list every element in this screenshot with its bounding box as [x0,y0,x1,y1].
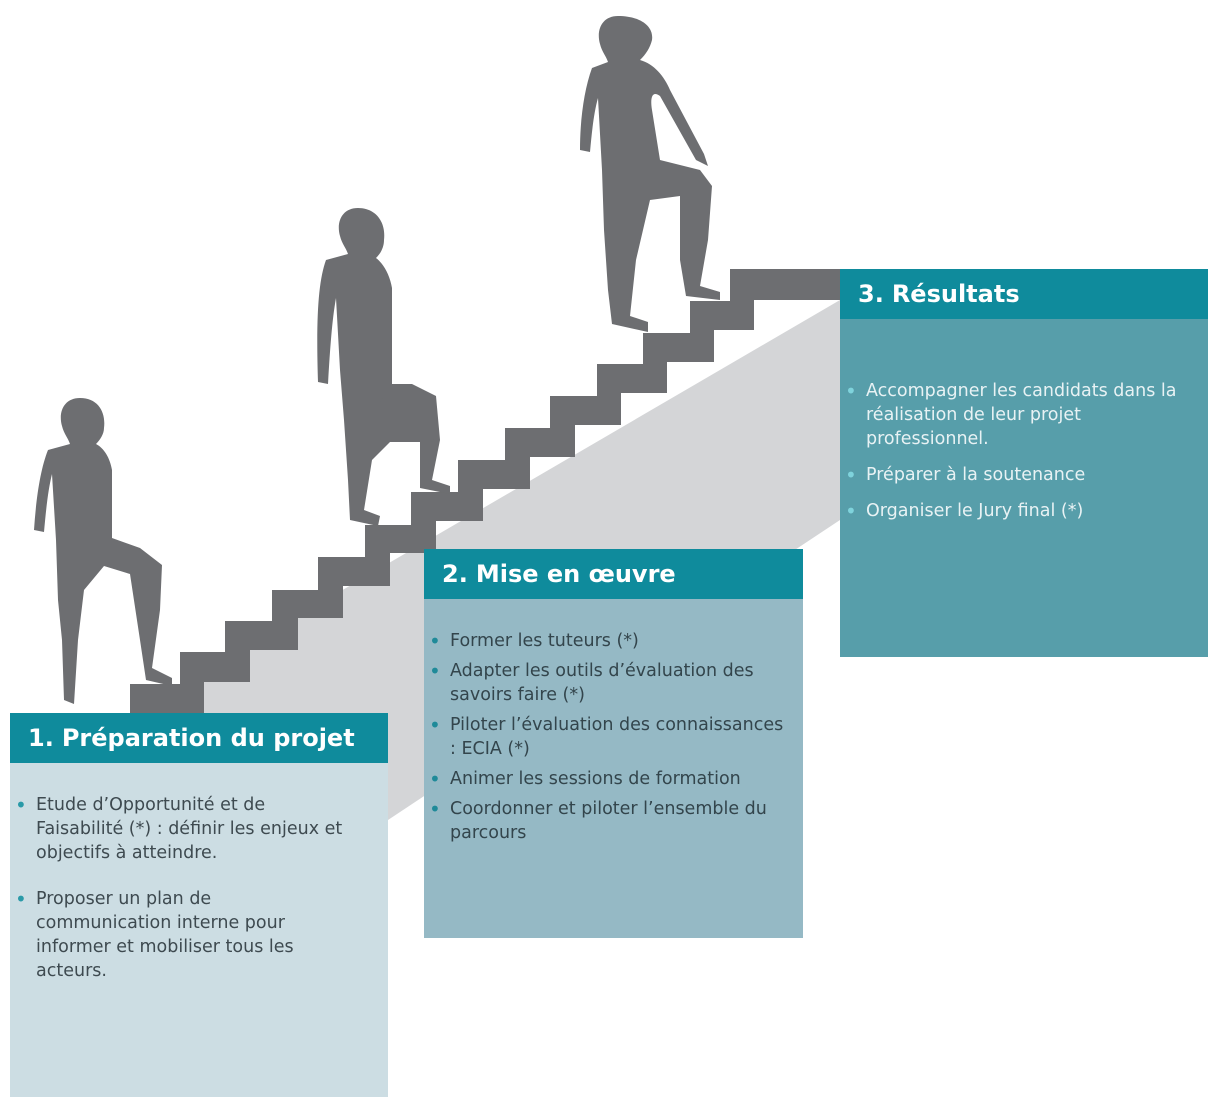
list-item: Animer les sessions de formation [424,767,784,791]
briefcase-icon [380,398,434,442]
step-header: 2. Mise en œuvre [424,549,803,599]
step-card-preparation: 1. Préparation du projet Etude d’Opportu… [10,713,388,1097]
list-item: Préparer à la soutenance [840,463,1205,487]
step-card-mise-en-oeuvre: 2. Mise en œuvre Former les tuteurs (*) … [424,549,803,938]
step-header: 3. Résultats [840,269,1208,319]
businessman-silhouette-1 [34,398,172,704]
step-header: 1. Préparation du projet [10,713,388,763]
businessman-silhouette-2 [317,208,450,526]
list-item: Adapter les outils d’évaluation des savo… [424,659,784,707]
businessman-silhouette-3 [580,16,720,332]
step-list: Etude d’Opportunité et de Faisabilité (*… [10,793,350,983]
list-item: Etude d’Opportunité et de Faisabilité (*… [10,793,350,865]
step-number: 2. [442,560,468,588]
list-item: Coordonner et piloter l’ensemble du parc… [424,797,784,845]
step-title: Résultats [891,280,1020,308]
step-list: Former les tuteurs (*) Adapter les outil… [424,629,784,845]
step-title: Mise en œuvre [475,560,676,588]
list-item: Accompagner les candidats dans la réalis… [840,379,1205,451]
step-list: Accompagner les candidats dans la réalis… [840,379,1205,523]
list-item: Proposer un plan de communication intern… [10,887,350,983]
staircase [130,269,840,714]
step-title: Préparation du projet [61,724,355,752]
step-number: 1. [28,724,54,752]
list-item: Piloter l’évaluation des connaissances :… [424,713,784,761]
list-item: Former les tuteurs (*) [424,629,784,653]
list-item: Organiser le Jury final (*) [840,499,1205,523]
step-card-resultats: 3. Résultats Accompagner les candidats d… [840,269,1208,657]
step-number: 3. [858,280,884,308]
